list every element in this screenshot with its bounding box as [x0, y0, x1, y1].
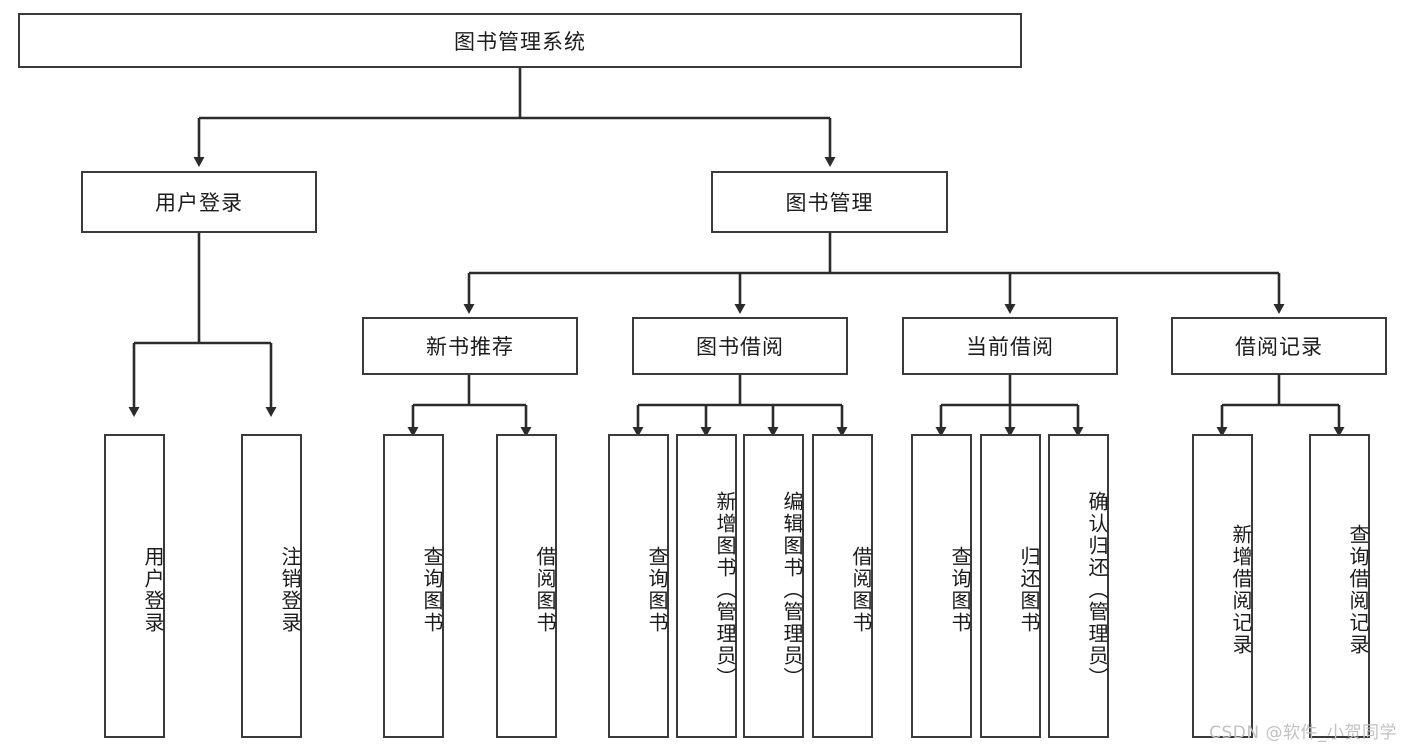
node-book-borrow[interactable]: 图书借阅	[632, 317, 848, 375]
leaf-user-login-login[interactable]: 用户登录	[104, 434, 165, 738]
leaf-current-borrow-confirm[interactable]: 确认归还（管理员）	[1048, 434, 1109, 738]
node-label: 新增借阅记录	[1229, 524, 1253, 656]
node-label: 查询图书	[948, 546, 972, 634]
node-label: 图书管理系统	[454, 29, 586, 54]
leaf-book-borrow-edit[interactable]: 编辑图书（管理员）	[743, 434, 804, 738]
node-label: 确认归还（管理员）	[1085, 491, 1109, 689]
node-label: 新书推荐	[426, 335, 514, 359]
node-new-book-recommend[interactable]: 新书推荐	[362, 317, 578, 375]
leaf-book-borrow-borrow[interactable]: 借阅图书	[812, 434, 873, 738]
node-book-management[interactable]: 图书管理	[711, 171, 948, 233]
node-label: 借阅记录	[1235, 335, 1323, 359]
node-label: 用户登录	[141, 546, 165, 634]
leaf-borrow-record-query[interactable]: 查询借阅记录	[1309, 434, 1370, 738]
node-label: 查询借阅记录	[1346, 524, 1370, 656]
node-root-system[interactable]: 图书管理系统	[18, 13, 1022, 68]
node-current-borrow[interactable]: 当前借阅	[902, 317, 1118, 375]
node-label: 注销登录	[278, 546, 302, 634]
leaf-book-borrow-query[interactable]: 查询图书	[608, 434, 669, 738]
leaf-new-book-borrow[interactable]: 借阅图书	[496, 434, 557, 738]
node-label: 归还图书	[1017, 546, 1041, 634]
node-label: 借阅图书	[849, 546, 873, 634]
node-label: 编辑图书（管理员）	[780, 491, 804, 689]
leaf-user-login-logout[interactable]: 注销登录	[241, 434, 302, 738]
node-label: 图书管理	[785, 191, 874, 215]
leaf-current-borrow-query[interactable]: 查询图书	[911, 434, 972, 738]
node-label: 查询图书	[420, 546, 444, 634]
node-user-login[interactable]: 用户登录	[81, 171, 317, 233]
leaf-borrow-record-add[interactable]: 新增借阅记录	[1192, 434, 1253, 738]
node-borrow-record[interactable]: 借阅记录	[1171, 317, 1387, 375]
node-label: 当前借阅	[966, 335, 1054, 359]
leaf-book-borrow-add[interactable]: 新增图书（管理员）	[676, 434, 737, 738]
node-label: 用户登录	[155, 191, 243, 215]
node-label: 查询图书	[645, 546, 669, 634]
leaf-new-book-query[interactable]: 查询图书	[383, 434, 444, 738]
node-label: 借阅图书	[533, 546, 557, 634]
node-label: 图书借阅	[696, 335, 784, 359]
leaf-current-borrow-return[interactable]: 归还图书	[980, 434, 1041, 738]
node-label: 新增图书（管理员）	[713, 491, 737, 689]
csdn-watermark: CSDN @软件_小贺同学	[1209, 723, 1397, 743]
